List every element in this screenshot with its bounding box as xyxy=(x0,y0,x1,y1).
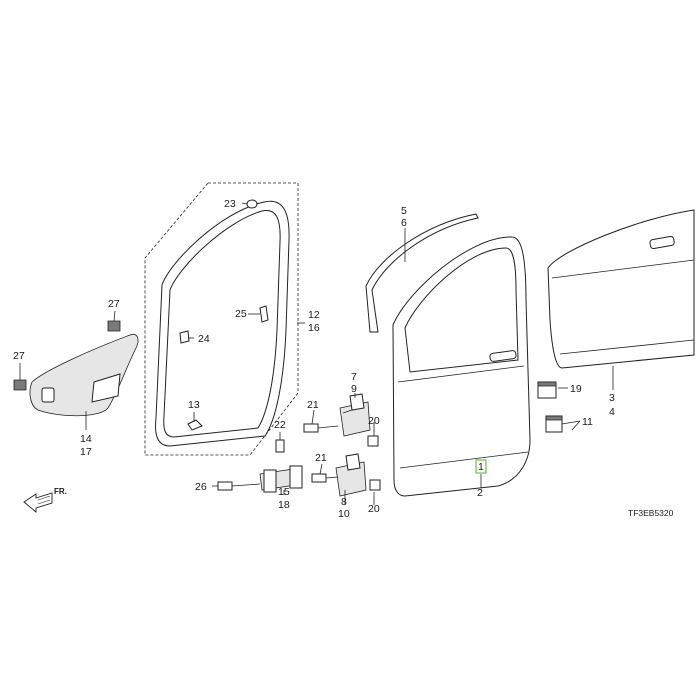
callout-13[interactable]: 13 xyxy=(188,399,200,411)
callout-17[interactable]: 17 xyxy=(80,446,92,458)
stopper-rubber-11[interactable] xyxy=(545,415,563,433)
clip-part-24[interactable] xyxy=(179,330,190,344)
clip-part-13[interactable] xyxy=(187,419,203,431)
door-checker[interactable] xyxy=(259,465,303,493)
callout-27-upper[interactable]: 27 xyxy=(108,298,120,310)
direction-label: FR. xyxy=(54,487,67,496)
callout-1[interactable]: 1 xyxy=(478,461,484,473)
callout-8[interactable]: 8 xyxy=(341,496,347,508)
callout-9[interactable]: 9 xyxy=(351,383,357,395)
sash-molding[interactable] xyxy=(365,213,479,333)
stopper-rubber-19[interactable] xyxy=(537,381,557,399)
leader-lines xyxy=(19,202,614,505)
callout-22[interactable]: 22 xyxy=(274,419,286,431)
weatherstrip-group-box xyxy=(144,182,299,456)
door-outer-skin[interactable] xyxy=(547,209,695,369)
front-direction-arrow: FR. xyxy=(23,487,67,513)
bolt-part-20-upper[interactable] xyxy=(367,435,379,447)
grommet-part-27-left[interactable] xyxy=(13,379,27,391)
callout-21-lower[interactable]: 21 xyxy=(315,452,327,464)
callout-25[interactable]: 25 xyxy=(235,308,247,320)
callout-26[interactable]: 26 xyxy=(195,481,207,493)
callout-24[interactable]: 24 xyxy=(198,333,210,345)
diagram-code: TF3EB5320 xyxy=(628,508,674,518)
clip-part-25[interactable] xyxy=(259,305,269,323)
callout-12[interactable]: 12 xyxy=(308,309,320,321)
bolt-part-20-lower[interactable] xyxy=(369,479,381,491)
front-door-panel[interactable] xyxy=(392,236,531,497)
callout-19[interactable]: 19 xyxy=(570,383,582,395)
selected-part-highlight xyxy=(475,459,487,474)
callout-6[interactable]: 6 xyxy=(401,217,407,229)
callout-23[interactable]: 23 xyxy=(224,198,236,210)
callout-14[interactable]: 14 xyxy=(80,433,92,445)
bolt-part-21-upper[interactable] xyxy=(303,423,339,433)
bolt-part-21-lower[interactable] xyxy=(311,473,339,483)
callout-11[interactable]: 11 xyxy=(582,416,593,428)
callout-16[interactable]: 16 xyxy=(308,322,320,334)
callout-10[interactable]: 10 xyxy=(338,508,350,520)
callout-5[interactable]: 5 xyxy=(401,205,407,217)
callout-27-left[interactable]: 27 xyxy=(13,350,25,362)
callout-3[interactable]: 3 xyxy=(609,392,615,404)
callout-20-lower[interactable]: 20 xyxy=(368,503,380,515)
upper-door-hinge[interactable] xyxy=(339,393,371,437)
callout-21-upper[interactable]: 21 xyxy=(307,399,319,411)
callout-20-upper[interactable]: 20 xyxy=(368,415,380,427)
lower-door-hinge[interactable] xyxy=(335,453,367,497)
bolt-part-22[interactable] xyxy=(275,439,285,453)
door-inner-cover[interactable] xyxy=(29,333,139,417)
callout-4[interactable]: 4 xyxy=(609,406,615,418)
callout-15[interactable]: 15 xyxy=(278,486,290,498)
grommet-part-27-upper[interactable] xyxy=(107,320,121,332)
callout-18[interactable]: 18 xyxy=(278,499,290,511)
bolt-part-26[interactable] xyxy=(217,481,261,491)
callout-7[interactable]: 7 xyxy=(351,371,357,383)
door-weatherstrip[interactable] xyxy=(155,200,290,447)
clip-part-23[interactable] xyxy=(246,199,258,209)
callout-2[interactable]: 2 xyxy=(477,487,483,499)
